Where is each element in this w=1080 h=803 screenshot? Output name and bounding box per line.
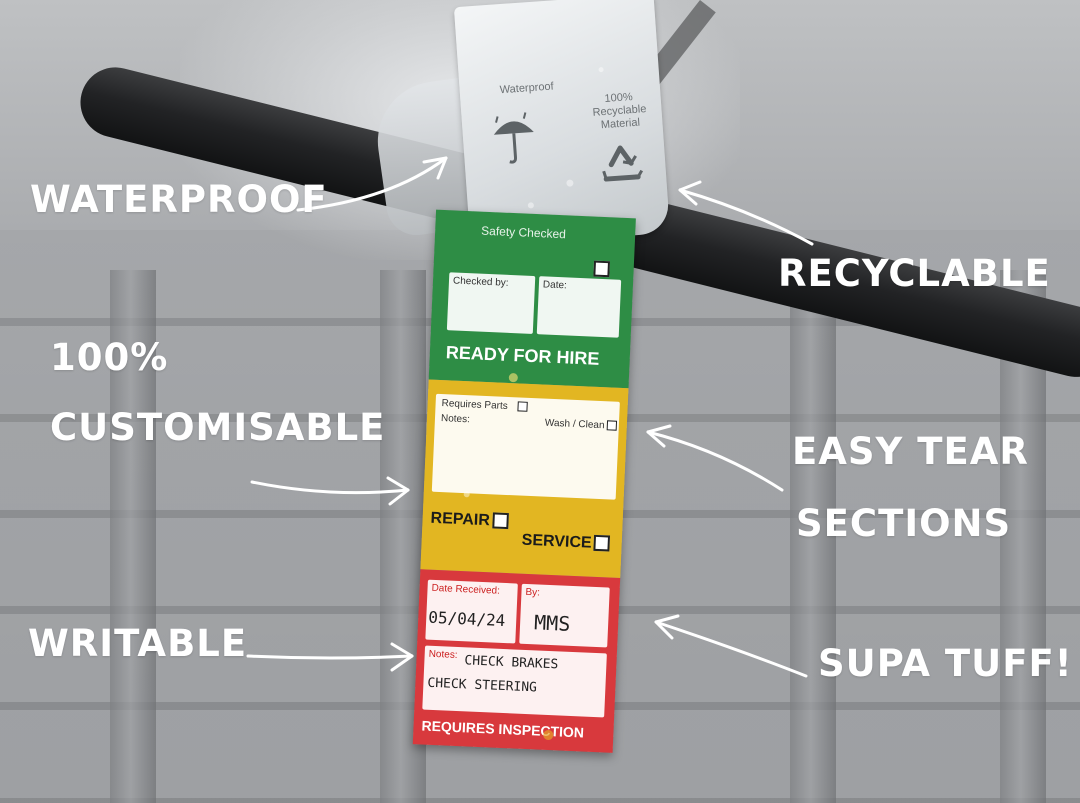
received-by-value: MMS — [533, 610, 571, 636]
easy-tear-annotation-line2: SECTIONS — [796, 502, 1012, 545]
requires-parts-checkbox[interactable] — [517, 401, 528, 412]
date-label: Date: — [542, 279, 568, 292]
checked-by-field[interactable]: Checked by: — [446, 272, 536, 334]
wash-clean-label: Wash / Clean — [544, 417, 605, 432]
loop-waterproof-label: Waterproof — [499, 80, 555, 97]
safety-checked-checkbox[interactable] — [593, 260, 611, 278]
requires-parts-label: Requires Parts — [441, 398, 508, 412]
recyclable-annotation: RECYCLABLE — [778, 252, 1051, 295]
checked-by-label: Checked by: — [452, 275, 509, 289]
customisable-annotation-line1: 100% — [50, 336, 169, 379]
wash-clean-checkbox[interactable] — [606, 420, 618, 431]
repair-label: REPAIR — [430, 509, 491, 530]
received-by-label: By: — [525, 586, 541, 599]
tag-loop: Waterproof 100% Recyclable Material — [453, 0, 671, 247]
requires-inspection-label: REQUIRES INSPECTION — [421, 717, 585, 741]
note-line-2: CHECK STEERING — [427, 675, 538, 696]
recycle-icon — [602, 145, 644, 182]
writable-annotation: WRITABLE — [28, 622, 248, 665]
tag-yellow-section[interactable]: Requires Parts Notes: Wash / Clean REPAI… — [420, 379, 629, 579]
hire-tag: Safety Checked Checked by: Date: READY F… — [412, 209, 636, 753]
note-line-1: CHECK BRAKES — [464, 653, 559, 673]
service-checkbox[interactable] — [593, 534, 611, 552]
customisable-annotation-line2: CUSTOMISABLE — [50, 406, 386, 449]
date-received-field[interactable]: Date Received: 05/04/24 — [425, 579, 518, 644]
supa-tuff-annotation: SUPA TUFF! — [818, 642, 1073, 685]
safety-checked-label: Safety Checked — [480, 223, 567, 242]
umbrella-icon — [493, 112, 534, 164]
date-field[interactable]: Date: — [536, 276, 622, 338]
yellow-notes-label: Notes: — [440, 413, 471, 426]
date-received-label: Date Received: — [431, 582, 501, 597]
wall-post — [110, 270, 156, 803]
ready-for-hire-label: READY FOR HIRE — [445, 342, 600, 369]
repair-checkbox[interactable] — [492, 512, 509, 530]
date-received-value: 05/04/24 — [427, 607, 506, 631]
service-label: SERVICE — [521, 531, 593, 552]
wall-post — [790, 270, 836, 803]
tag-green-section[interactable]: Safety Checked Checked by: Date: READY F… — [428, 209, 636, 389]
tag-red-section[interactable]: Date Received: 05/04/24 By: MMS Notes: C… — [412, 569, 621, 753]
easy-tear-annotation-line1: EASY TEAR — [792, 430, 1029, 473]
yellow-notes-field[interactable]: Requires Parts Notes: Wash / Clean — [431, 393, 620, 500]
red-notes-field[interactable]: Notes: CHECK BRAKES CHECK STEERING — [422, 645, 607, 718]
red-notes-label: Notes: — [428, 648, 458, 661]
received-by-field[interactable]: By: MMS — [519, 583, 610, 648]
waterproof-annotation: WATERPROOF — [30, 178, 328, 221]
